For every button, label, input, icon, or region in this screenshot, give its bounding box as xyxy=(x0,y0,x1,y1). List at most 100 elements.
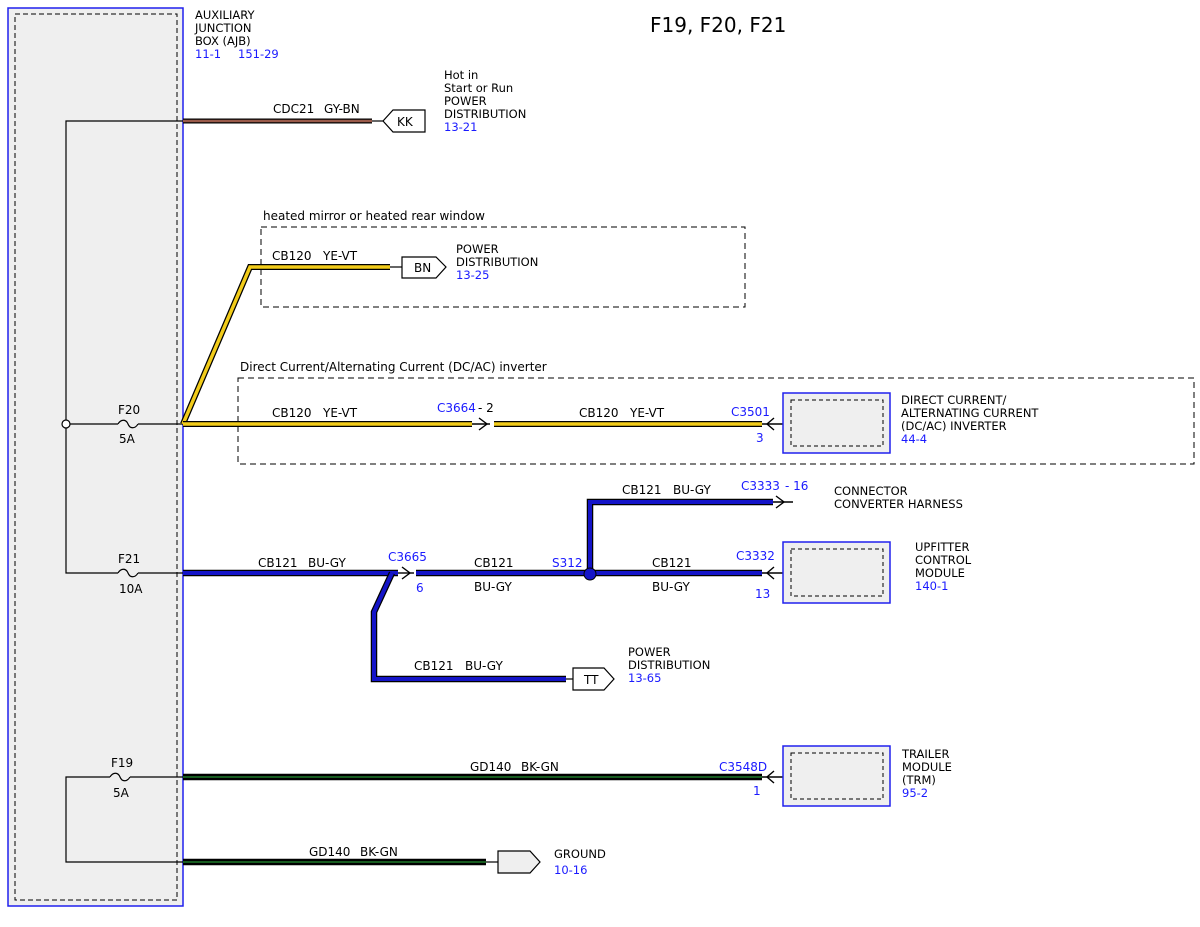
c3333-connector xyxy=(773,495,793,509)
bn-tag-label: BN xyxy=(414,261,431,275)
c3501-label: C3501 xyxy=(731,405,770,419)
fuse-f19-rating: 5A xyxy=(113,786,130,800)
c3664-pin: - 2 xyxy=(478,401,494,415)
ajb-label-1: AUXILIARY xyxy=(195,8,255,22)
wire-cdc21-color: GY-BN xyxy=(324,102,360,116)
c3501-connector xyxy=(762,417,783,431)
c3333-label: C3333 xyxy=(741,479,780,493)
ground-wire-circuit: GD140 xyxy=(309,845,350,859)
c3665-label: C3665 xyxy=(388,550,427,564)
tt-desc-2: DISTRIBUTION xyxy=(628,658,710,672)
ground-label: GROUND xyxy=(554,847,606,861)
inverter-option-label: Direct Current/Alternating Current (DC/A… xyxy=(240,360,547,374)
kk-desc-3: POWER xyxy=(444,94,487,108)
trm-name-1: TRAILER xyxy=(901,747,949,761)
inverter-module-name-3: (DC/AC) INVERTER xyxy=(901,419,1007,433)
ground-ref: 10-16 xyxy=(554,863,587,877)
bus-junction-dot xyxy=(61,419,71,429)
c3548d-pin: 1 xyxy=(753,784,761,798)
branch-wire-circuit: CB121 xyxy=(622,483,662,497)
fuse-f21-name: F21 xyxy=(118,552,140,566)
inverter-wire-b-color: YE-VT xyxy=(629,406,665,420)
fuse-f20-rating: 5A xyxy=(119,432,136,446)
trm-name-2: MODULE xyxy=(902,760,952,774)
trailer-wire-circuit: GD140 xyxy=(470,760,511,774)
s312-label: S312 xyxy=(552,556,583,570)
inverter-module xyxy=(782,392,891,454)
ajb-label-3: BOX (AJB) xyxy=(195,34,251,48)
ucm-name-3: MODULE xyxy=(915,566,965,580)
kk-connector-tag xyxy=(382,109,426,133)
wire-cb120-heated xyxy=(180,264,402,426)
heated-wire-color: YE-VT xyxy=(322,249,358,263)
tt-ref: 13-65 xyxy=(628,671,661,685)
c3664-label: C3664 xyxy=(437,401,476,415)
inverter-wire-a-circuit: CB120 xyxy=(272,406,312,420)
c3548d-connector xyxy=(762,770,783,784)
fuse-f20-name: F20 xyxy=(118,403,140,417)
inverter-module-ref: 44-4 xyxy=(901,432,927,446)
wire-cdc21-circuit: CDC21 xyxy=(273,102,314,116)
c3501-pin: 3 xyxy=(756,431,764,445)
c3665-pin: 6 xyxy=(416,581,424,595)
trm-ref: 95-2 xyxy=(902,786,928,800)
down-wire-circuit: CB121 xyxy=(414,659,454,673)
c3548d-label: C3548D xyxy=(719,760,767,774)
upfitter-module xyxy=(782,541,891,604)
fuse-f21-rating: 10A xyxy=(119,582,143,596)
fuse-f20 xyxy=(117,419,183,429)
branch-dest-2: CONVERTER HARNESS xyxy=(834,497,963,511)
bn-connector-tag xyxy=(401,256,447,279)
ajb-box xyxy=(7,7,184,907)
ground-wire-color: BK-GN xyxy=(360,845,398,859)
kk-ref: 13-21 xyxy=(444,120,477,134)
kk-desc-4: DISTRIBUTION xyxy=(444,107,526,121)
trailer-module xyxy=(782,745,891,807)
heated-option-box xyxy=(260,226,746,308)
f21-wire-color: BU-GY xyxy=(308,556,346,570)
down-wire-color: BU-GY xyxy=(465,659,503,673)
kk-desc-1: Hot in xyxy=(444,68,478,82)
bn-ref: 13-25 xyxy=(456,268,489,282)
kk-tag-label: KK xyxy=(397,115,414,129)
trm-name-3: (TRM) xyxy=(902,773,936,787)
bn-desc-2: DISTRIBUTION xyxy=(456,255,538,269)
trailer-wire-color: BK-GN xyxy=(521,760,559,774)
ajb-ref-2: 151-29 xyxy=(238,47,279,61)
fuse-f19-name: F19 xyxy=(111,756,133,770)
heated-option-label: heated mirror or heated rear window xyxy=(263,209,485,223)
ground-symbol xyxy=(497,850,541,874)
c3664-inline-connector xyxy=(472,417,490,431)
heated-wire-circuit: CB120 xyxy=(272,249,312,263)
c3665-inline-connector xyxy=(398,566,414,580)
ajb-ref-1: 11-1 xyxy=(195,47,221,61)
f21-wire-circuit: CB121 xyxy=(258,556,298,570)
right-wire-color: BU-GY xyxy=(652,580,690,594)
branch-wire-color: BU-GY xyxy=(673,483,711,497)
branch-dest-1: CONNECTOR xyxy=(834,484,908,498)
ucm-name-2: CONTROL xyxy=(915,553,972,567)
c3332-connector xyxy=(762,566,783,580)
inverter-wire-a-color: YE-VT xyxy=(322,406,358,420)
mid-wire-circuit: CB121 xyxy=(474,556,514,570)
fuse-f21 xyxy=(117,568,183,578)
right-wire-circuit: CB121 xyxy=(652,556,692,570)
wire-cb121-branch xyxy=(586,498,773,573)
c3332-label: C3332 xyxy=(736,549,775,563)
tt-connector-tag xyxy=(572,667,615,691)
bn-desc-1: POWER xyxy=(456,242,499,256)
tt-tag-label: TT xyxy=(583,673,599,687)
s312-splice xyxy=(583,567,597,581)
tt-desc-1: POWER xyxy=(628,645,671,659)
ajb-internal-bus xyxy=(65,120,183,863)
kk-desc-2: Start or Run xyxy=(444,81,513,95)
inverter-module-name-2: ALTERNATING CURRENT xyxy=(901,406,1039,420)
inverter-wire-b-circuit: CB120 xyxy=(579,406,619,420)
ajb-label-2: JUNCTION xyxy=(194,21,252,35)
mid-wire-color: BU-GY xyxy=(474,580,512,594)
inverter-module-name-1: DIRECT CURRENT/ xyxy=(901,393,1007,407)
diagram-title: F19, F20, F21 xyxy=(650,13,786,37)
ucm-ref: 140-1 xyxy=(915,579,948,593)
c3332-pin: 13 xyxy=(755,587,770,601)
